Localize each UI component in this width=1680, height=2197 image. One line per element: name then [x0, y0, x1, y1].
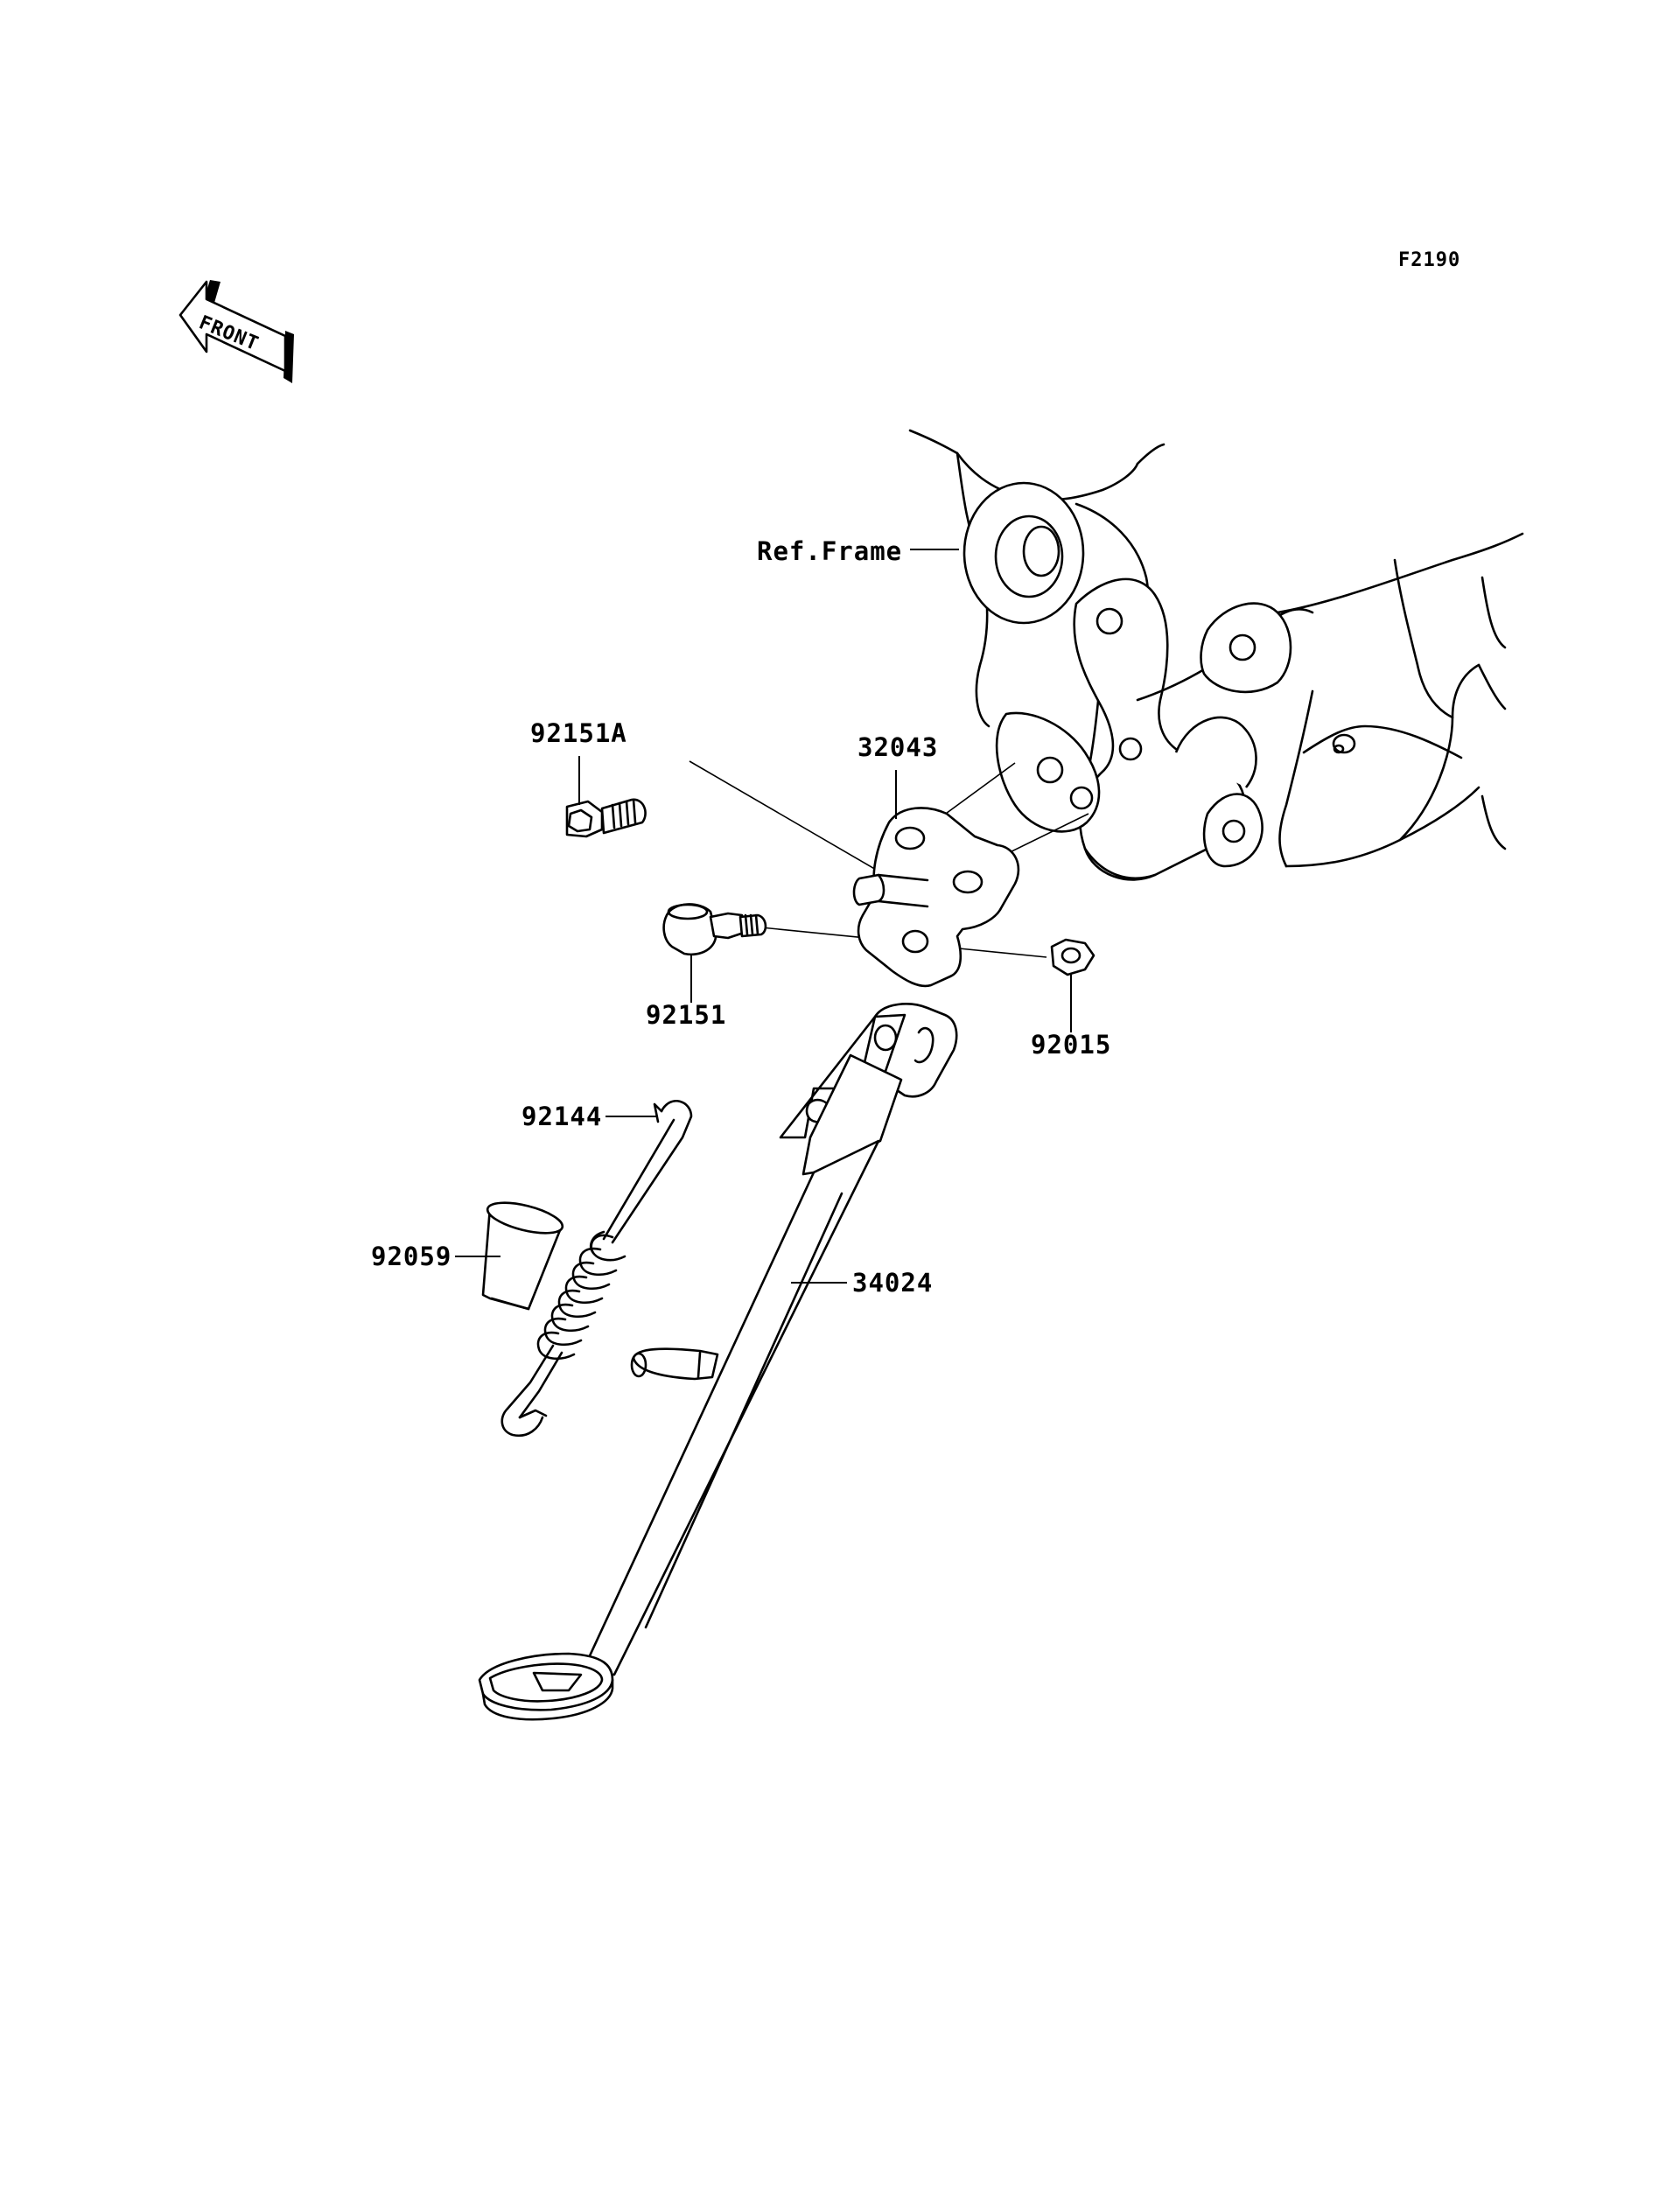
part-label-92015: 92015 [1031, 1030, 1111, 1060]
nut-92015 [1050, 938, 1096, 976]
collar-92059 [481, 1201, 564, 1311]
spring-92144 [500, 1100, 693, 1438]
part-label-92144: 92144 [522, 1102, 602, 1131]
part-label-92151: 92151 [646, 1000, 726, 1030]
bracket-32043 [852, 807, 1020, 988]
front-direction-arrow-icon: FRONT [178, 280, 294, 383]
frame-reference [908, 429, 1524, 881]
part-label-32043: 32043 [858, 732, 938, 762]
bolt-92151 [662, 903, 767, 956]
ref-frame-label: Ref.Frame [757, 536, 902, 566]
part-label-34024: 34024 [852, 1268, 933, 1298]
side-stand-34024 [478, 1003, 958, 1721]
bolt-92151A [565, 798, 647, 838]
part-label-92151A: 92151A [530, 718, 627, 748]
figure-code: F2190 [1398, 249, 1460, 271]
part-label-92059: 92059 [371, 1242, 452, 1271]
